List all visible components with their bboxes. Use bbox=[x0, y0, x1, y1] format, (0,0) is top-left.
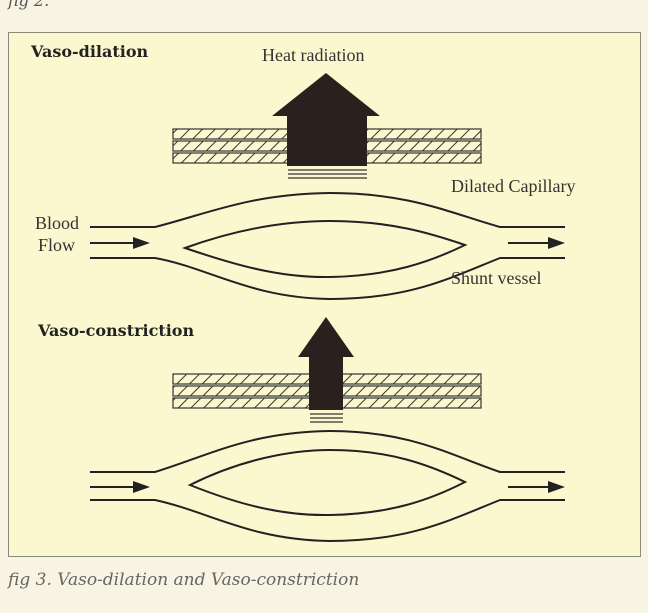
radiation-lines-bottom bbox=[310, 413, 343, 423]
vessels-bottom bbox=[90, 429, 565, 543]
shunt-vessel-label: Shunt vessel bbox=[451, 268, 542, 288]
flow-label: Flow bbox=[38, 235, 75, 255]
heat-arrow-large-icon bbox=[272, 73, 380, 166]
radiation-lines-top bbox=[288, 169, 367, 179]
vaso-dilation-label: Vaso-dilation bbox=[30, 42, 148, 61]
flow-arrow-right-bottom-icon bbox=[508, 481, 565, 493]
flow-arrow-left-top-icon bbox=[90, 237, 150, 249]
blood-label: Blood bbox=[35, 213, 79, 233]
dilated-capillary-label: Dilated Capillary bbox=[451, 176, 575, 196]
heat-radiation-label: Heat radiation bbox=[262, 45, 364, 65]
heat-arrow-small-icon bbox=[298, 317, 354, 410]
flow-arrow-left-bottom-icon bbox=[90, 481, 150, 493]
vessels-top bbox=[90, 191, 565, 301]
figure-caption: fig 3. Vaso-dilation and Vaso-constricti… bbox=[8, 570, 360, 590]
figure-top-caption: fig 2. bbox=[8, 0, 50, 10]
flow-arrow-right-top-icon bbox=[508, 237, 565, 249]
vaso-constriction-label: Vaso-constriction bbox=[37, 321, 194, 340]
